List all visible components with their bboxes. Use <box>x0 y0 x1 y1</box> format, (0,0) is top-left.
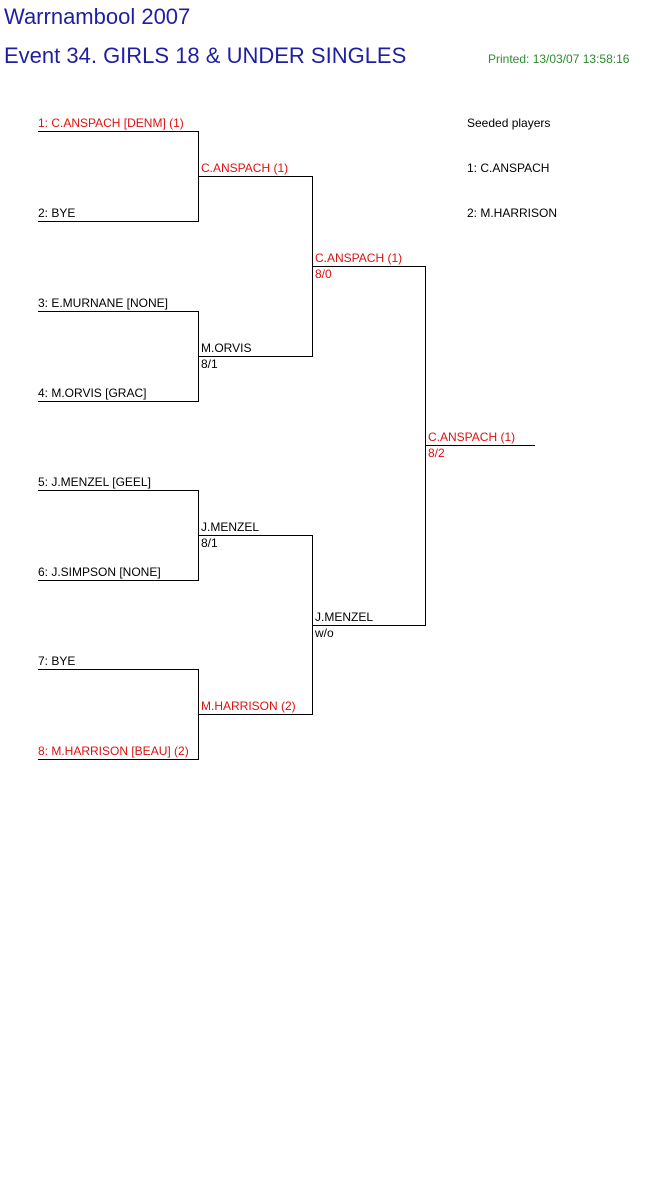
round2-score: 8/1 <box>201 536 218 550</box>
final-line <box>425 445 535 446</box>
semi-line <box>312 625 425 626</box>
round1-line <box>38 759 198 760</box>
round1-line <box>38 669 198 670</box>
semi-line <box>312 266 425 267</box>
round1-line <box>38 311 198 312</box>
round1-player: 6: J.SIMPSON [NONE] <box>38 565 161 579</box>
round2-player: J.MENZEL <box>201 520 260 534</box>
round2-line <box>198 356 312 357</box>
round1-player: 5: J.MENZEL [GEEL] <box>38 475 151 489</box>
round1-player: 1: C.ANSPACH [DENM] (1) <box>38 116 184 130</box>
round2-score: 8/1 <box>201 357 218 371</box>
round1-line <box>38 131 198 132</box>
round1-line <box>38 490 198 491</box>
semi-score: 8/0 <box>315 267 332 281</box>
seeded-players-heading: Seeded players <box>467 116 551 130</box>
tournament-title: Warrnambool 2007 <box>4 4 191 29</box>
semi-connector <box>425 266 426 626</box>
round1-line <box>38 401 198 402</box>
round2-line <box>198 176 312 177</box>
round1-line <box>38 580 198 581</box>
semi-player: J.MENZEL <box>315 610 374 624</box>
round1-player: 8: M.HARRISON [BEAU] (2) <box>38 744 189 758</box>
round2-line <box>198 535 312 536</box>
round2-line <box>198 714 312 715</box>
round1-player: 7: BYE <box>38 654 76 668</box>
round2-player: M.ORVIS <box>201 341 252 355</box>
semi-player: C.ANSPACH (1) <box>315 251 403 265</box>
round1-player: 4: M.ORVIS [GRAC] <box>38 386 147 400</box>
round1-line <box>38 221 198 222</box>
seed-entry: 2: M.HARRISON <box>467 206 558 220</box>
round2-player: M.HARRISON (2) <box>201 699 296 713</box>
event-title: Event 34. GIRLS 18 & UNDER SINGLES <box>4 43 407 68</box>
round1-player: 3: E.MURNANE [NONE] <box>38 296 169 310</box>
final-score: 8/2 <box>428 446 445 460</box>
semi-score: w/o <box>315 626 334 640</box>
seed-entry: 1: C.ANSPACH <box>467 161 550 175</box>
final-winner: C.ANSPACH (1) <box>428 430 516 444</box>
printed-timestamp: Printed: 13/03/07 13:58:16 <box>488 52 630 66</box>
round1-player: 2: BYE <box>38 206 76 220</box>
round2-player: C.ANSPACH (1) <box>201 161 289 175</box>
